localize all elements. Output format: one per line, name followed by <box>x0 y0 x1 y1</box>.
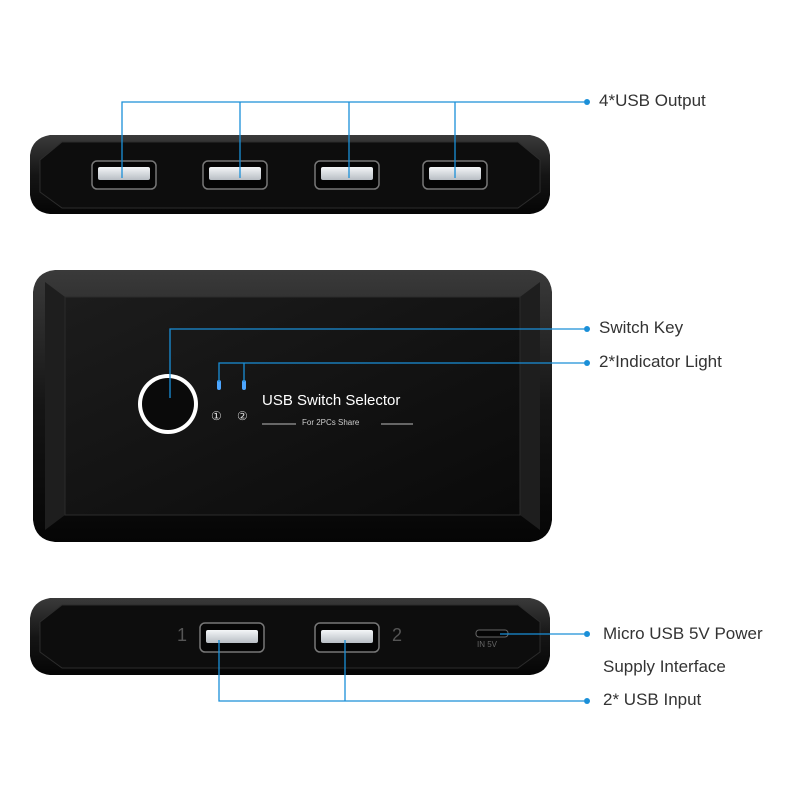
bottom-callout-lines <box>218 633 584 702</box>
port-label-1: 1 <box>177 625 188 645</box>
callout-dot-power <box>584 631 590 637</box>
callout-micro-usb-line1: Micro USB 5V Power <box>603 624 763 643</box>
power-label: IN 5V <box>477 640 498 649</box>
output-callout-lines <box>121 101 584 178</box>
device-input-side <box>30 598 550 675</box>
usb-input-port-1 <box>199 622 265 653</box>
top-face-callout-lines <box>169 328 584 398</box>
callout-usb-input: 2* USB Input <box>603 690 702 709</box>
usb-output-port-3 <box>314 160 380 190</box>
port-label-2: 2 <box>392 625 403 645</box>
switch-key-button <box>138 374 198 434</box>
callout-micro-usb-line2: Supply Interface <box>603 657 726 676</box>
usb-input-port-2 <box>314 622 380 653</box>
callout-dot-input <box>584 698 590 704</box>
device-subtitle: For 2PCs Share <box>302 418 360 427</box>
device-title: USB Switch Selector <box>262 392 401 409</box>
callout-indicator-light: 2*Indicator Light <box>599 352 722 371</box>
indicator-light-1 <box>217 380 221 390</box>
device-output-side <box>30 135 550 214</box>
indicator-label-1: ① <box>211 409 222 423</box>
usb-output-port-1 <box>91 160 157 190</box>
callout-dot-output <box>584 99 590 105</box>
indicator-light-2 <box>242 380 246 390</box>
callout-switch-key: Switch Key <box>599 318 684 337</box>
indicator-label-2: ② <box>237 409 248 423</box>
usb-output-port-2 <box>202 160 268 190</box>
device-top-face <box>33 270 552 542</box>
callout-usb-output: 4*USB Output <box>599 91 706 110</box>
callout-dot-indicator <box>584 360 590 366</box>
callout-dot-switch <box>584 326 590 332</box>
